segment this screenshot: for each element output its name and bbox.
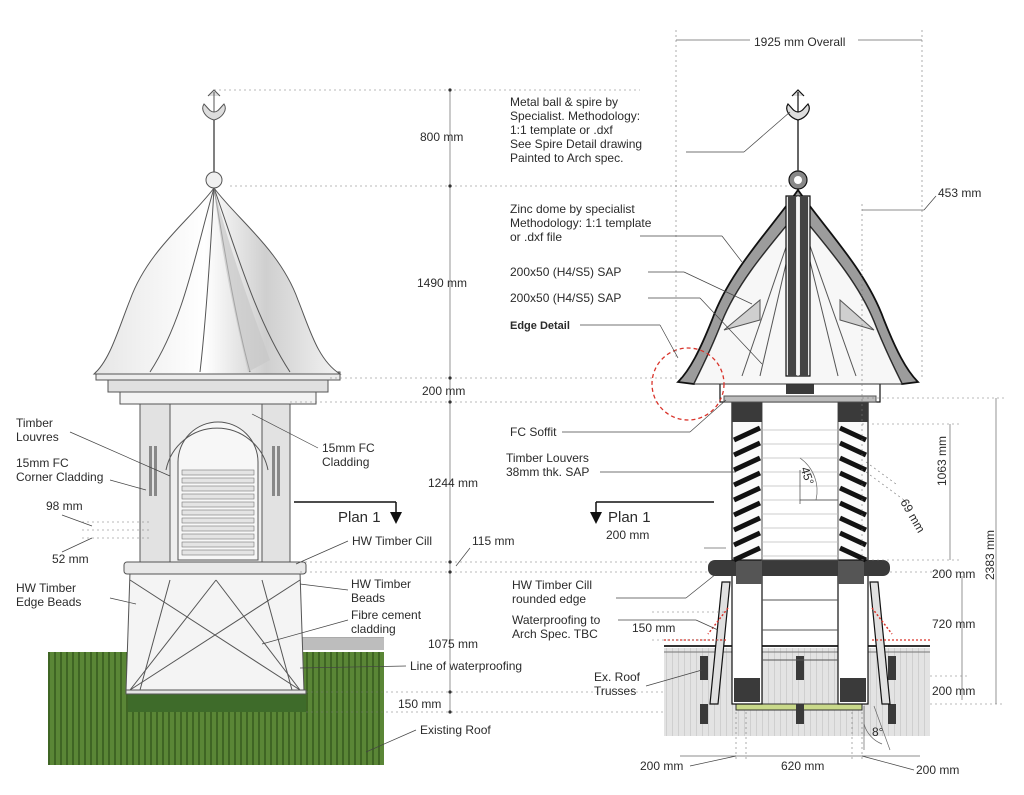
timber-louvers-section (732, 425, 868, 563)
dim-720mm: 720 mm (932, 617, 975, 631)
truss-top (796, 656, 804, 680)
dim-115mm: 115 mm (472, 534, 514, 548)
right-section (651, 89, 930, 736)
truss-top (888, 656, 896, 680)
finial-left (202, 89, 226, 121)
dim-620mm: 620 mm (781, 759, 824, 773)
label-15mm-fc-corner: 15mm FC Corner Cladding (16, 456, 103, 484)
louver-slat (838, 425, 868, 443)
timber-louvres-left (181, 469, 255, 556)
label-hw-beads: HW Timber Beads (351, 577, 414, 605)
left-elevation (48, 89, 384, 765)
label-fibre-cement: Fibre cement cladding (351, 608, 424, 636)
dim-200mm-cill: 200 mm (932, 567, 975, 581)
hw-timber-cill-left (123, 561, 307, 575)
louver-slat (732, 425, 762, 443)
louvre-slat (181, 501, 255, 508)
label-sap-1: 200x50 (H4/S5) SAP (510, 265, 621, 279)
louver-slat (838, 455, 868, 473)
louver-slat (838, 530, 868, 548)
edge-detail-circle (651, 347, 725, 421)
plan-1-right: Plan 1 (608, 509, 651, 526)
center-dimension-chain: 800 mm 1490 mm 200 mm 1244 mm 115 mm 107… (214, 88, 790, 714)
label-waterproofing-note: Waterproofing to Arch Spec. TBC (512, 613, 604, 641)
dim-200mm-bottom-left: 200 mm (640, 759, 683, 773)
dim-200mm-right-left: 200 mm (606, 528, 649, 542)
louvre-slat (181, 525, 255, 532)
truss-bottom (700, 704, 708, 724)
louver-slat (838, 485, 868, 503)
label-45-degrees: 45° (798, 465, 817, 487)
label-15mm-fc-cladding: 15mm FC Cladding (322, 441, 378, 469)
louver-slat (732, 440, 762, 458)
label-98mm: 98 mm (46, 499, 83, 513)
label-52mm: 52 mm (52, 552, 89, 566)
louvre-slat (181, 533, 255, 540)
louver-slat (838, 515, 868, 533)
dim-69mm: 69 mm (897, 496, 927, 535)
dome-left (92, 187, 342, 375)
louver-slat (732, 455, 762, 473)
ball-left (205, 171, 223, 189)
label-edge-detail: Edge Detail (510, 320, 570, 332)
louvre-slat (181, 549, 255, 556)
ex-roof-trusses (700, 656, 896, 724)
label-ex-roof-trusses: Ex. Roof Trusses (594, 670, 643, 698)
label-sap-2: 200x50 (H4/S5) SAP (510, 291, 621, 305)
finial-right (786, 89, 810, 121)
louver-slat (838, 470, 868, 488)
zinc-note: Zinc dome by specialist Methodology: 1:1… (510, 202, 655, 244)
truss-top (700, 656, 708, 680)
label-timber-louvers: Timber Louvers 38mm thk. SAP (506, 451, 592, 479)
label-hw-timber-cill: HW Timber Cill (352, 534, 432, 548)
louver-slat (732, 530, 762, 548)
louver-slat (838, 500, 868, 518)
dim-1925mm-overall: 1925 mm Overall (754, 35, 845, 49)
louvre-slat (181, 469, 255, 476)
louvre-slat (181, 509, 255, 516)
dim-1490mm: 1490 mm (417, 276, 467, 290)
spire-note: Metal ball & spire by Specialist. Method… (510, 95, 645, 165)
dim-1244mm: 1244 mm (428, 476, 478, 490)
dim-150mm-right: 150 mm (632, 621, 675, 635)
louver-slat (732, 545, 762, 563)
louver-slat (838, 440, 868, 458)
dim-800mm: 800 mm (420, 130, 463, 144)
dim-200mm-bottom-right-2: 200 mm (916, 763, 959, 777)
louvre-slat (181, 477, 255, 484)
dim-1063mm: 1063 mm (935, 436, 949, 486)
dim-150mm-center: 150 mm (398, 697, 441, 711)
label-existing-roof: Existing Roof (420, 723, 491, 737)
truss-bottom (796, 704, 804, 724)
base-stand (125, 571, 305, 693)
label-hw-cill-rounded: HW Timber Cill rounded edge (512, 578, 595, 606)
label-fc-soffit: FC Soffit (510, 425, 557, 439)
dim-200mm-bottom-right: 200 mm (932, 684, 975, 698)
louver-slat (732, 470, 762, 488)
louvre-slat (181, 517, 255, 524)
plan-1-left: Plan 1 (338, 509, 381, 526)
dim-1075mm: 1075 mm (428, 637, 478, 651)
louver-slat (838, 545, 868, 563)
louver-slat (732, 515, 762, 533)
left-labels: Timber Louvres 15mm FC Cladding 15mm FC … (16, 413, 522, 753)
louver-slat (732, 485, 762, 503)
label-hw-edge-beads: HW Timber Edge Beads (16, 581, 81, 609)
right-labels: 1925 mm Overall Metal ball & spire by Sp… (506, 30, 1004, 777)
louvre-slat (181, 485, 255, 492)
label-8-degrees: 8° (872, 725, 884, 739)
label-line-of-waterproofing: Line of waterproofing (410, 659, 522, 673)
louvre-slat (181, 541, 255, 548)
dim-453mm: 453 mm (938, 186, 981, 200)
label-timber-louvres: Timber Louvres (16, 416, 59, 444)
dim-200mm-center: 200 mm (422, 384, 465, 398)
dim-2383mm: 2383 mm (983, 530, 997, 580)
louvre-slat (181, 493, 255, 500)
truss-bottom (888, 704, 896, 724)
louver-slat (732, 500, 762, 518)
